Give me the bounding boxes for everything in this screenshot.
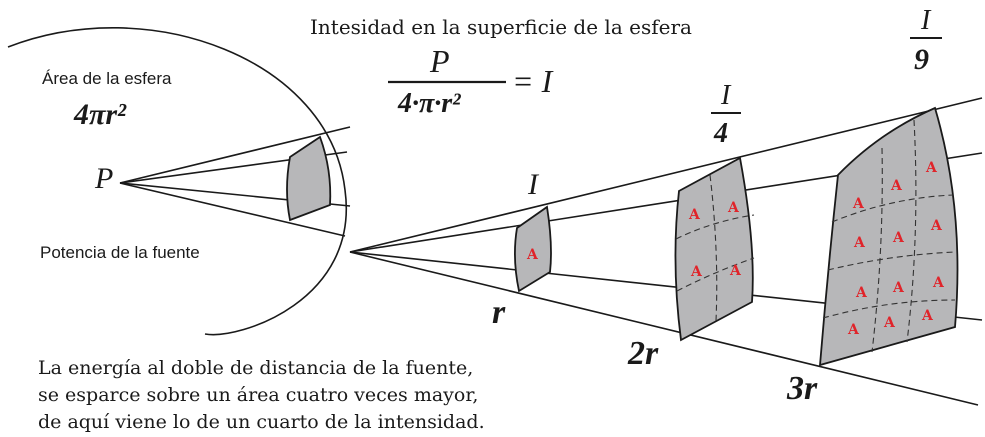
intensity-3r-numerator: I <box>920 5 932 36</box>
cell-label: A <box>855 285 868 301</box>
cell-label: A <box>921 308 934 324</box>
cell-label: A <box>852 196 865 212</box>
cell-label: A <box>688 207 701 223</box>
cell-label: A <box>729 263 742 279</box>
caption-line-1: La energía al doble de distancia de la f… <box>38 357 473 379</box>
sphere-area-label: Área de la esfera <box>42 69 172 88</box>
intensity-formula: P 4·π·r² = I <box>388 43 554 119</box>
patch-at-2r: A A A A <box>674 156 755 342</box>
cell-label: A <box>853 235 866 251</box>
cell-label: A <box>526 247 539 263</box>
intensity-label-2r: I 4 <box>711 80 741 149</box>
caption-line-2: se esparce sobre un área cuatro veces ma… <box>38 384 478 406</box>
intensity-2r-denominator: 4 <box>713 118 728 149</box>
intensity-2r-numerator: I <box>720 80 732 111</box>
formula-result: = I <box>512 63 554 99</box>
cell-label: A <box>932 275 945 291</box>
cell-label: A <box>892 280 905 296</box>
intensity-label-3r: I 9 <box>910 5 942 76</box>
patch-at-3r: A A A A A A A A A A A A <box>818 106 959 367</box>
formula-numerator: P <box>429 43 450 79</box>
sphere-surface-patch <box>286 135 332 222</box>
source-label: P <box>94 162 113 195</box>
sphere-area-formula: 4πr² <box>73 98 127 131</box>
distance-label-3r: 3r <box>786 370 818 407</box>
cell-label: A <box>890 178 903 194</box>
left-cone <box>119 126 351 237</box>
diagram-title: Intesidad en la superficie de la esfera <box>310 15 692 39</box>
source-power-label: Potencia de la fuente <box>40 243 200 262</box>
cell-label: A <box>690 264 703 280</box>
cell-label: A <box>930 218 943 234</box>
caption: La energía al doble de distancia de la f… <box>38 357 485 433</box>
cell-label: A <box>925 160 938 176</box>
cell-label: A <box>727 200 740 216</box>
cell-label: A <box>847 322 860 338</box>
caption-line-3: de aquí viene lo de un cuarto de la inte… <box>38 411 485 433</box>
intensity-label-r: I <box>527 168 540 201</box>
patch-at-r: A <box>514 205 552 293</box>
distance-label-2r: 2r <box>627 335 659 372</box>
cell-label: A <box>883 315 896 331</box>
sphere-outline <box>7 27 348 336</box>
cell-label: A <box>892 230 905 246</box>
formula-denominator: 4·π·r² <box>397 88 461 119</box>
distance-label-r: r <box>492 294 506 331</box>
intensity-3r-denominator: 9 <box>914 43 929 76</box>
